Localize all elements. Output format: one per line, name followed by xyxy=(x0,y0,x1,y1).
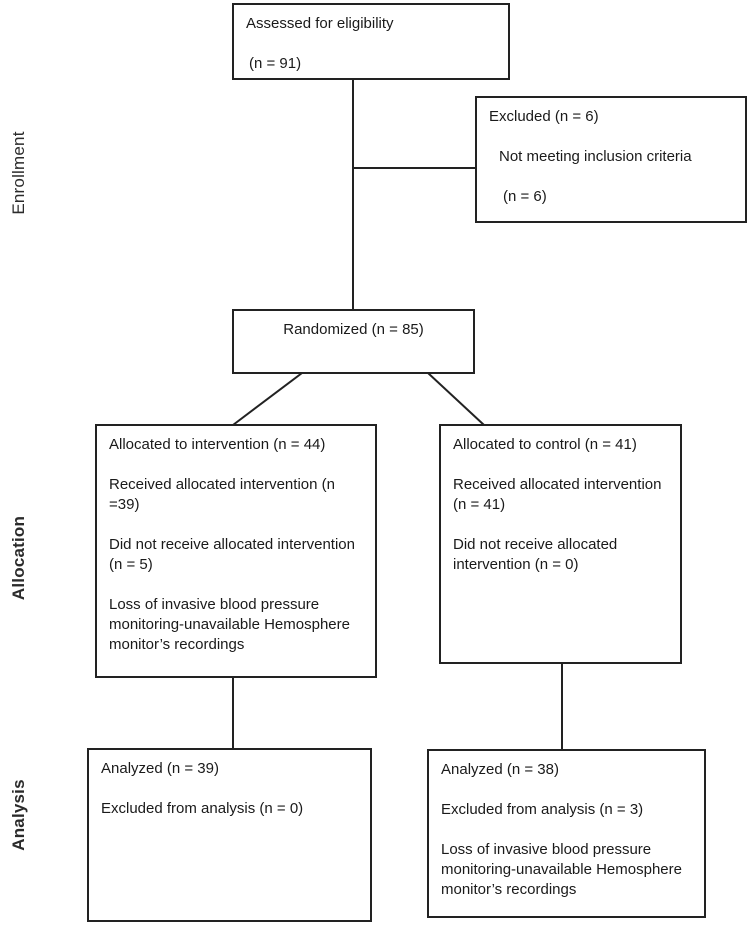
stage-label-analysis: Analysis xyxy=(9,779,28,851)
received-control: Received allocated intervention (n = 41) xyxy=(453,476,662,513)
allocated-control-label: Allocated to control (n = 41) xyxy=(453,436,637,453)
excluded-reason: Not meeting inclusion criteria xyxy=(499,148,692,165)
connector-randomized-to-control xyxy=(427,372,485,426)
assessed-count: (n = 91) xyxy=(249,55,302,72)
received-intervention: Received allocated intervention (n =39) xyxy=(109,476,335,513)
analyzed-intervention-label: Analyzed (n = 39) xyxy=(101,760,219,777)
box-assessed-for-eligibility: Assessed for eligibility (n = 91) xyxy=(232,3,510,80)
intervention-loss-reason: Loss of invasive blood pressure monitori… xyxy=(109,596,350,653)
did-not-receive-control: Did not receive allocated intervention (… xyxy=(453,536,618,573)
excluded-label: Excluded (n = 6) xyxy=(489,108,599,125)
box-analyzed-control: Analyzed (n = 38) Excluded from analysis… xyxy=(427,749,706,918)
analysis-loss-reason: Loss of invasive blood pressure monitori… xyxy=(441,841,682,898)
stage-label-enrollment: Enrollment xyxy=(9,131,28,215)
excluded-from-analysis-intervention: Excluded from analysis (n = 0) xyxy=(101,800,304,817)
analyzed-control-label: Analyzed (n = 38) xyxy=(441,761,559,778)
box-allocated-control: Allocated to control (n = 41) Received a… xyxy=(439,424,682,664)
assessed-label: Assessed for eligibility xyxy=(246,15,394,32)
excluded-reason-count: (n = 6) xyxy=(503,188,547,205)
randomized-label: Randomized (n = 85) xyxy=(283,321,424,338)
allocated-intervention-label: Allocated to intervention (n = 44) xyxy=(109,436,326,453)
excluded-from-analysis-control: Excluded from analysis (n = 3) xyxy=(441,801,644,818)
box-excluded: Excluded (n = 6) Not meeting inclusion c… xyxy=(475,96,747,223)
connector-randomized-to-intervention xyxy=(232,372,303,426)
box-analyzed-intervention: Analyzed (n = 39) Excluded from analysis… xyxy=(87,748,372,922)
did-not-receive-intervention: Did not receive allocated intervention (… xyxy=(109,536,355,573)
box-randomized: Randomized (n = 85) xyxy=(232,309,475,374)
box-allocated-intervention: Allocated to intervention (n = 44) Recei… xyxy=(95,424,377,678)
stage-label-allocation: Allocation xyxy=(9,515,28,601)
